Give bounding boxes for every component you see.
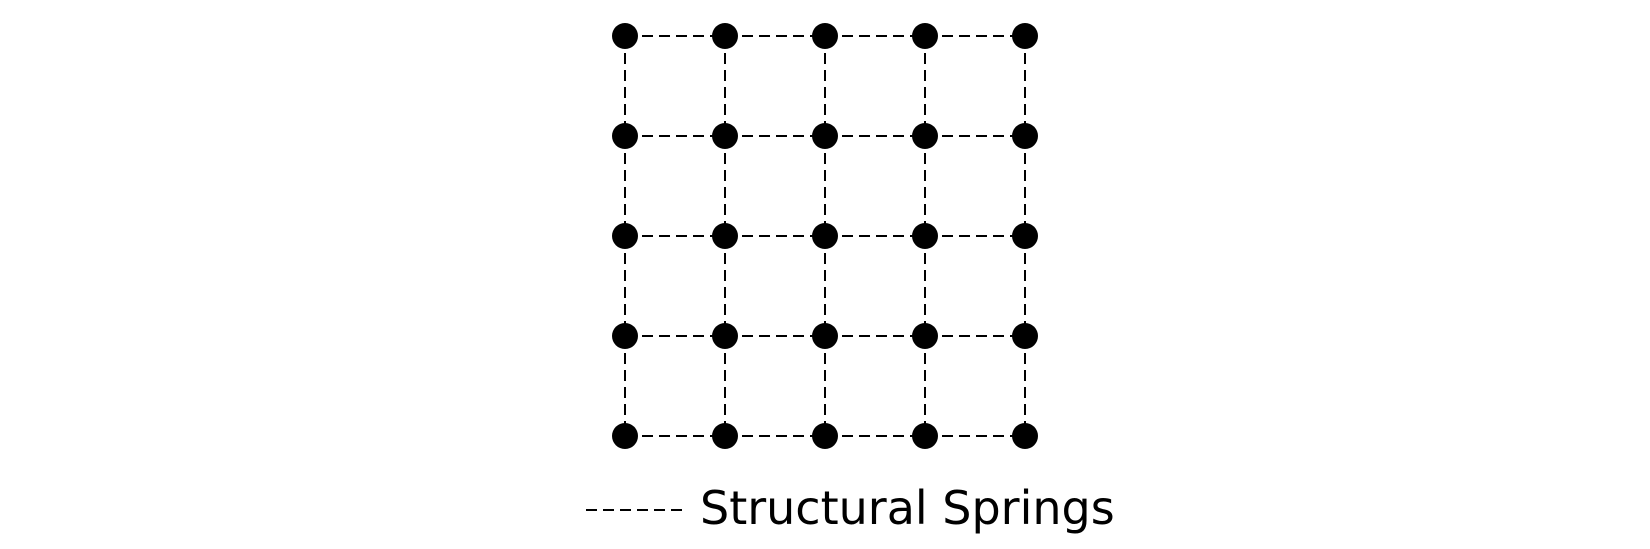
mass-node [712, 223, 738, 249]
mass-node [912, 223, 938, 249]
mass-node [712, 23, 738, 49]
mass-node [912, 423, 938, 449]
mass-node [812, 323, 838, 349]
mass-node [912, 123, 938, 149]
mass-node [1012, 23, 1038, 49]
mass-node [812, 123, 838, 149]
mass-node [1012, 223, 1038, 249]
mass-node [812, 423, 838, 449]
mass-node [1012, 323, 1038, 349]
mass-node [712, 123, 738, 149]
mass-node [712, 423, 738, 449]
mass-node [812, 23, 838, 49]
mass-node [612, 323, 638, 349]
mass-node [912, 23, 938, 49]
mass-node [612, 223, 638, 249]
mass-node [1012, 123, 1038, 149]
mass-node [712, 323, 738, 349]
mass-node [612, 423, 638, 449]
mass-nodes [612, 23, 1038, 449]
mass-node [612, 123, 638, 149]
mass-node [612, 23, 638, 49]
mass-node [912, 323, 938, 349]
legend: Structural Springs [586, 481, 1115, 535]
mass-node [1012, 423, 1038, 449]
legend-label: Structural Springs [700, 481, 1115, 535]
mass-node [812, 223, 838, 249]
